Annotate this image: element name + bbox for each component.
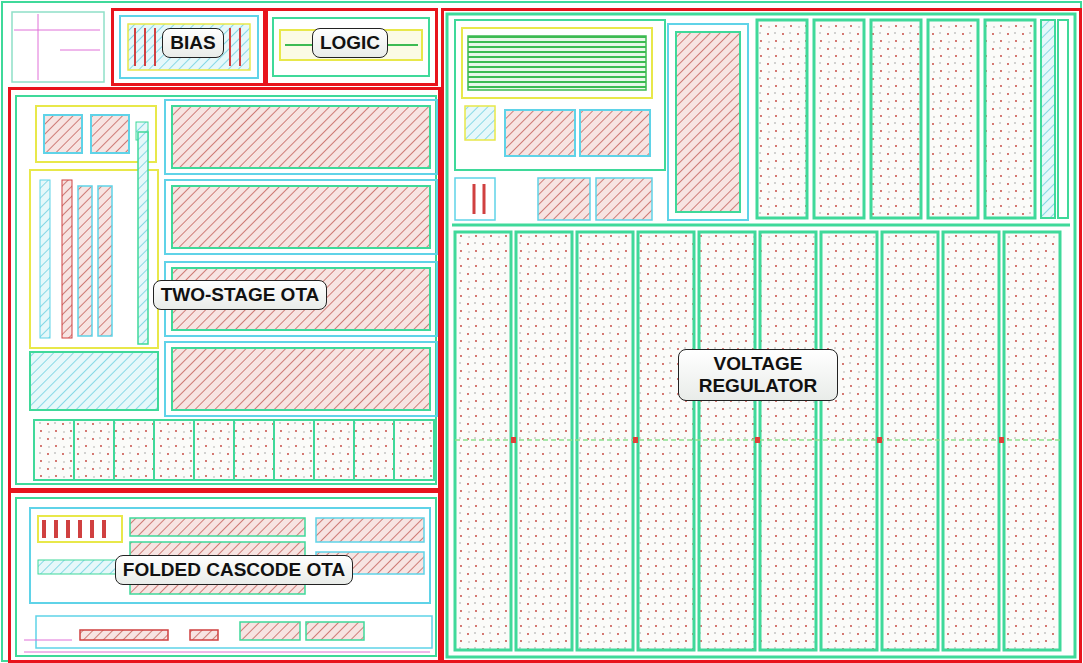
transistor-array bbox=[468, 36, 646, 90]
folded-cascode-cells bbox=[16, 498, 436, 656]
block-label: FOLDED CASCODE OTA bbox=[115, 555, 353, 585]
dotted-column bbox=[928, 20, 978, 218]
cell-outline bbox=[165, 100, 437, 174]
hatched-block bbox=[91, 115, 129, 153]
guard-ring bbox=[1058, 20, 1068, 218]
contact-cell bbox=[465, 106, 495, 140]
dotted-column bbox=[638, 232, 694, 650]
hatched-block bbox=[596, 178, 652, 220]
metal-wire bbox=[452, 224, 1070, 227]
circuit-block: BIAS bbox=[111, 8, 266, 86]
gate-stripes bbox=[135, 28, 240, 66]
resistor-row bbox=[190, 630, 218, 640]
cell-outline bbox=[36, 616, 432, 648]
hatched-block bbox=[130, 518, 305, 536]
cell-outline bbox=[447, 14, 1075, 657]
cell-outline bbox=[16, 96, 436, 484]
block-label: TWO-STAGE OTA bbox=[153, 280, 328, 310]
transistor-bar bbox=[40, 180, 50, 338]
two-stage-cells bbox=[16, 96, 437, 484]
via-marks bbox=[511, 437, 1004, 443]
dotted-column bbox=[821, 232, 877, 650]
cell-outline bbox=[668, 24, 748, 220]
resistor-row bbox=[80, 630, 168, 640]
circuit-block: TWO-STAGE OTA bbox=[8, 87, 441, 491]
capacitor-block bbox=[172, 348, 430, 410]
cell-outline bbox=[30, 508, 430, 603]
capacitor-block bbox=[172, 186, 430, 248]
cell-outline bbox=[12, 12, 104, 82]
bias-cells bbox=[120, 16, 258, 78]
cell-outline bbox=[16, 498, 436, 656]
column-dividers bbox=[74, 420, 394, 480]
transistor-bar bbox=[62, 180, 72, 338]
cell-outline bbox=[462, 28, 652, 98]
dotted-column bbox=[882, 232, 938, 650]
circuit-block: LOGIC bbox=[265, 8, 438, 86]
metal-wire bbox=[24, 640, 430, 652]
hatched-block bbox=[580, 110, 650, 156]
cell-outline bbox=[455, 178, 495, 220]
cell-outline bbox=[273, 18, 429, 76]
circuit-block: VOLTAGE REGULATOR bbox=[441, 8, 1082, 663]
hatched-block bbox=[240, 622, 300, 640]
metal-wire bbox=[14, 14, 100, 80]
cell-outline bbox=[38, 516, 122, 542]
hatched-block bbox=[505, 110, 575, 156]
dotted-column bbox=[757, 20, 807, 218]
hatched-block bbox=[306, 622, 364, 640]
transistor-bar bbox=[98, 186, 112, 336]
dotted-column bbox=[814, 20, 864, 218]
cell-outline bbox=[455, 20, 665, 170]
dotted-column bbox=[577, 232, 633, 650]
dotted-column bbox=[34, 420, 434, 480]
cell-outline bbox=[165, 180, 437, 254]
capacitor-block bbox=[676, 32, 740, 212]
circuit-block: FOLDED CASCODE OTA bbox=[8, 490, 441, 663]
dotted-column bbox=[760, 232, 816, 650]
hatched-block bbox=[38, 560, 124, 574]
guard-ring bbox=[1041, 20, 1055, 218]
hatched-block bbox=[128, 24, 250, 70]
dotted-column bbox=[455, 232, 511, 650]
block-label: LOGIC bbox=[312, 28, 388, 58]
regulator-cells bbox=[447, 14, 1075, 657]
dotted-column bbox=[985, 20, 1035, 218]
transistor-bar bbox=[138, 132, 148, 344]
gate-stripes bbox=[474, 184, 484, 214]
hatched-block bbox=[538, 178, 590, 220]
dotted-column bbox=[699, 232, 755, 650]
cell-outline bbox=[165, 342, 437, 416]
dotted-column bbox=[943, 232, 999, 650]
transistor-bar bbox=[78, 186, 92, 336]
cell-outline bbox=[120, 16, 258, 78]
guard-ring bbox=[30, 352, 158, 410]
block-label: VOLTAGE REGULATOR bbox=[678, 349, 838, 401]
dotted-column bbox=[871, 20, 921, 218]
hatched-block bbox=[44, 115, 82, 153]
dotted-column bbox=[516, 232, 572, 650]
logic-cells bbox=[273, 18, 429, 76]
capacitor-block bbox=[172, 106, 430, 168]
dotted-column bbox=[1004, 232, 1060, 650]
hatched-block bbox=[316, 518, 424, 542]
block-label: BIAS bbox=[162, 28, 223, 58]
gate-stripes bbox=[44, 520, 104, 538]
